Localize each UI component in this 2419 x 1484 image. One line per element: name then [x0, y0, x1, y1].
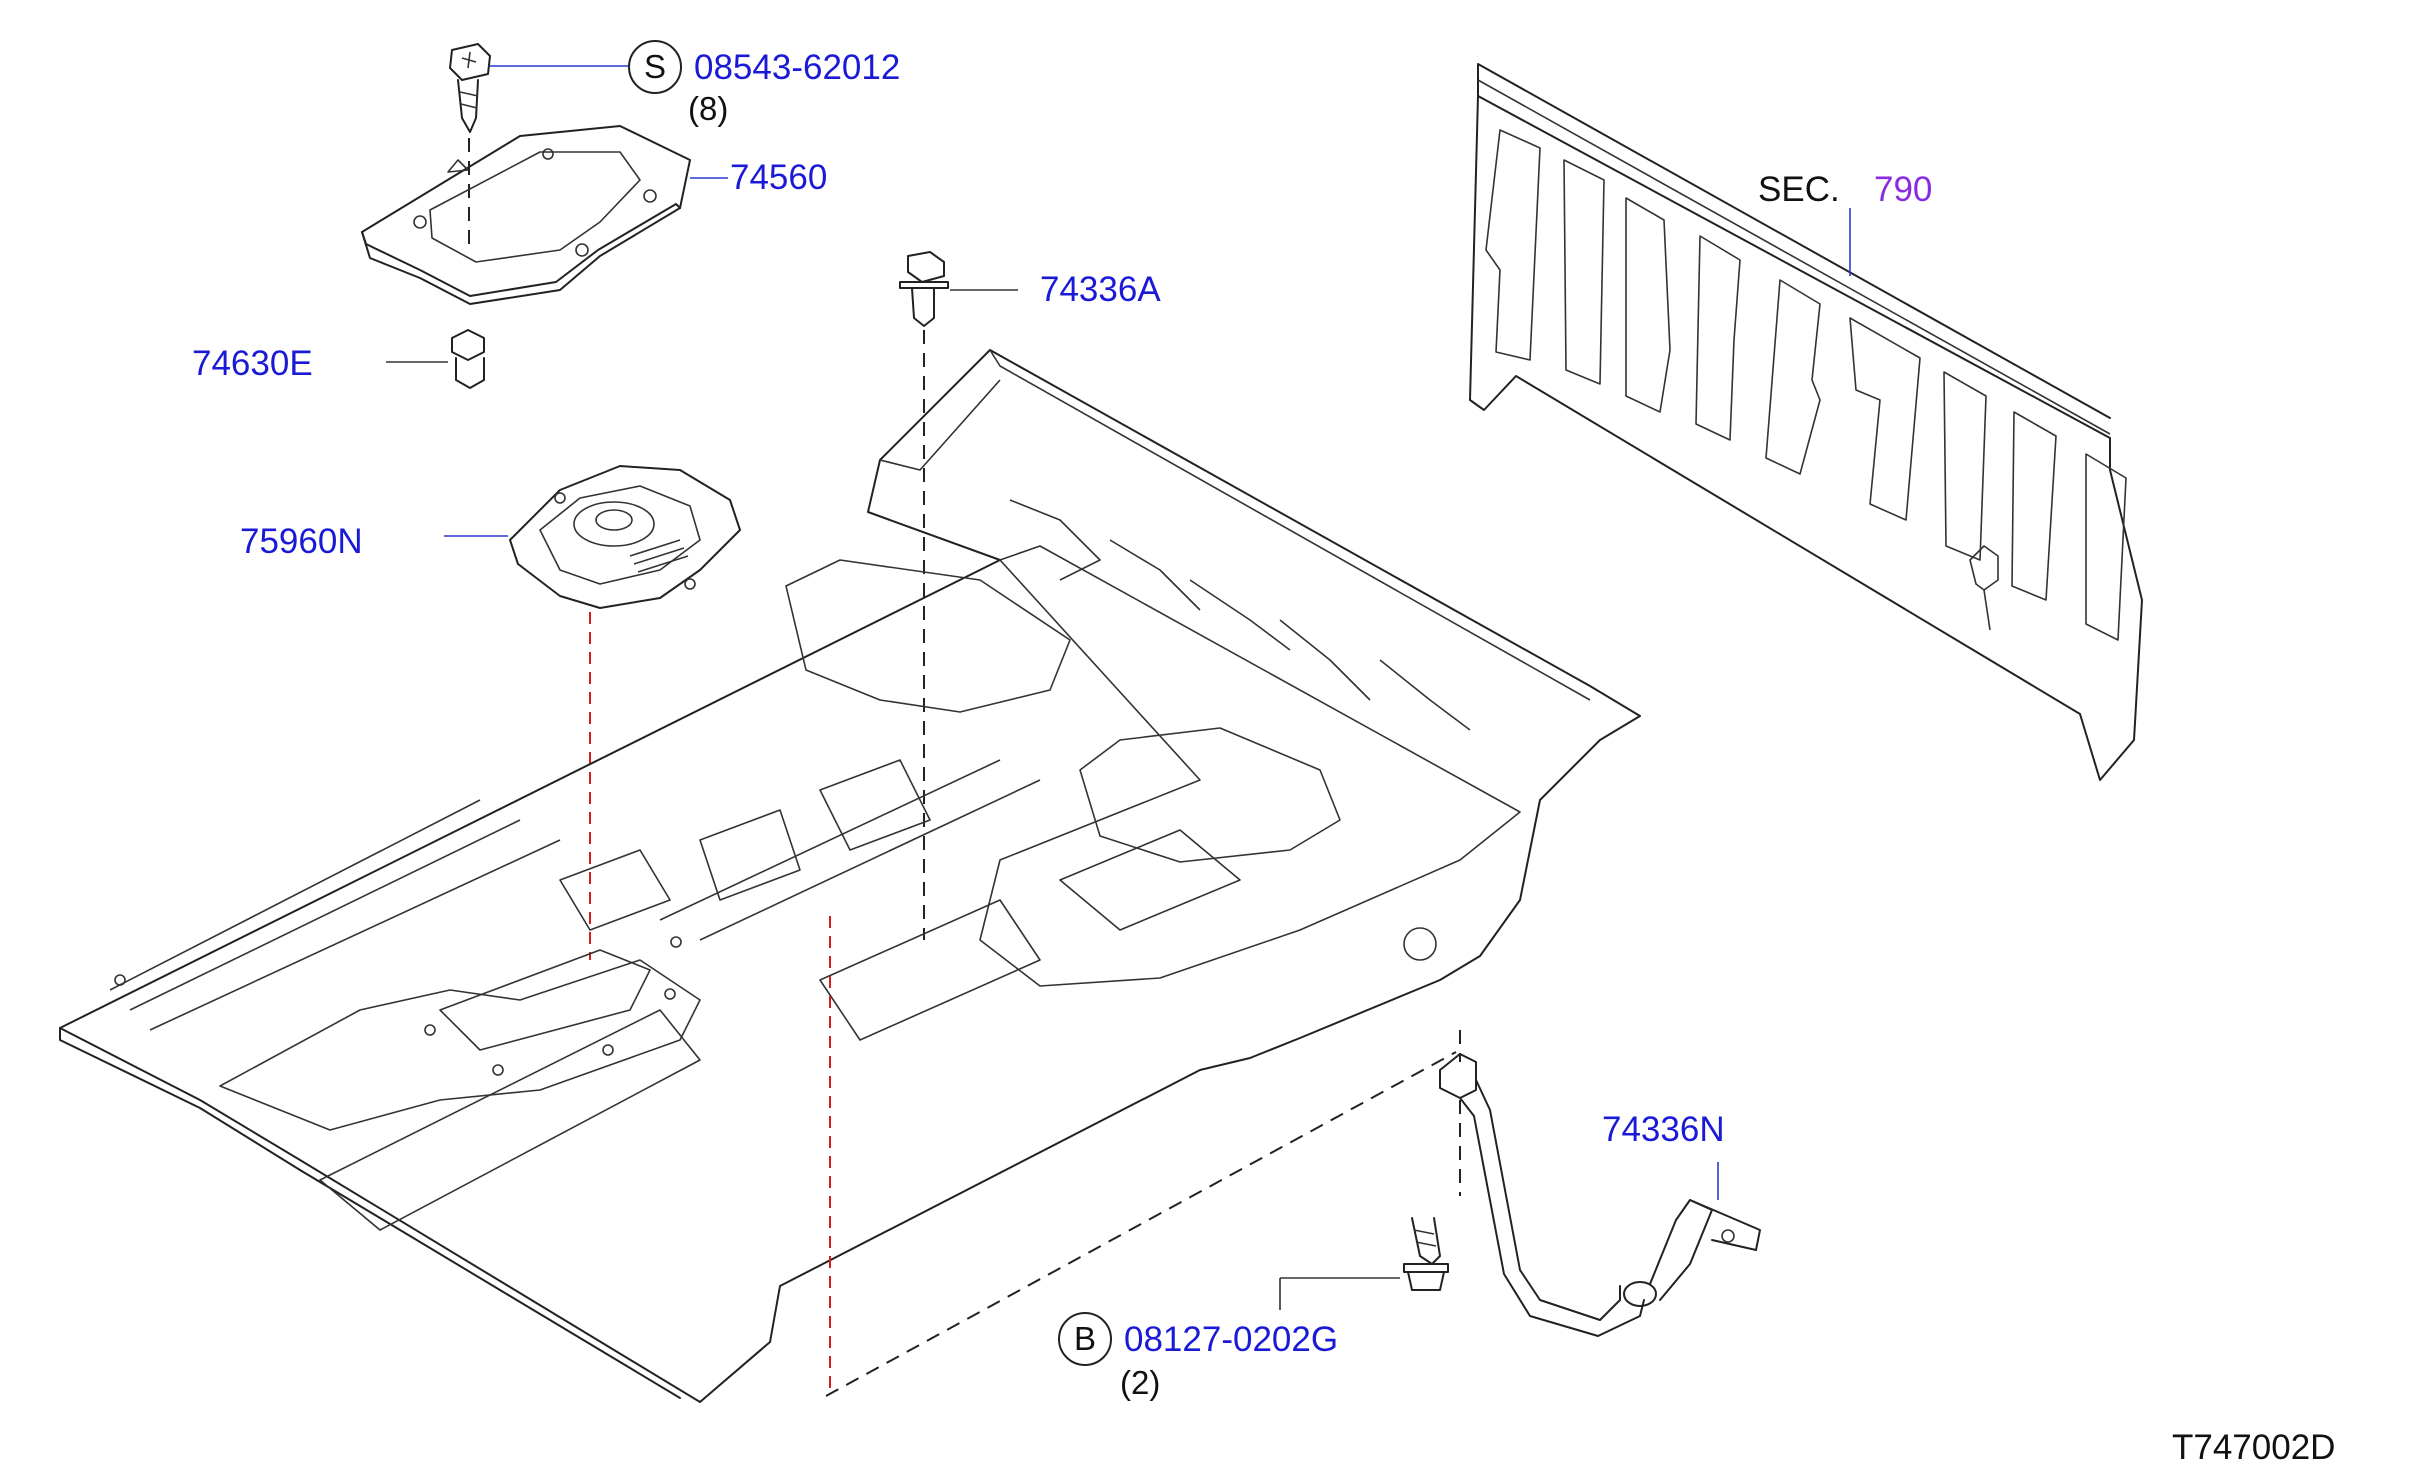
- floor-pan-drawing: [59, 349, 1641, 1403]
- screw-quantity: (8): [688, 90, 729, 127]
- clip-part-number[interactable]: 74630E: [192, 344, 313, 383]
- section-number[interactable]: 790: [1874, 170, 1933, 209]
- bolt-code-badge: B: [1058, 1312, 1112, 1366]
- bracket-drawing: [1439, 1053, 1761, 1337]
- rear-panel-drawing: [1469, 63, 2143, 781]
- bracket-part-number[interactable]: 74336N: [1602, 1110, 1725, 1149]
- insulator-drawing: [509, 465, 741, 609]
- bolt-b-drawing: [1403, 1217, 1449, 1291]
- figure-id: T747002D: [2172, 1428, 2336, 1467]
- bolt-a-part-number[interactable]: 74336A: [1040, 270, 1161, 309]
- screw-drawing: [449, 43, 491, 133]
- bracket-attach-line: [825, 1051, 1457, 1397]
- insulator-part-number[interactable]: 75960N: [240, 522, 363, 561]
- section-prefix: SEC.: [1758, 170, 1840, 209]
- bolt-b-part-number[interactable]: 08127-0202G: [1124, 1320, 1339, 1359]
- screw-code-badge: S: [628, 40, 682, 94]
- clip-drawing: [451, 329, 485, 389]
- bolt-b-quantity: (2): [1120, 1364, 1161, 1401]
- cover-part-number[interactable]: 74560: [730, 158, 828, 197]
- screw-part-number[interactable]: 08543-62012: [694, 48, 901, 87]
- cover-plate-drawing: [361, 125, 691, 305]
- bolt-a-drawing: [899, 251, 949, 327]
